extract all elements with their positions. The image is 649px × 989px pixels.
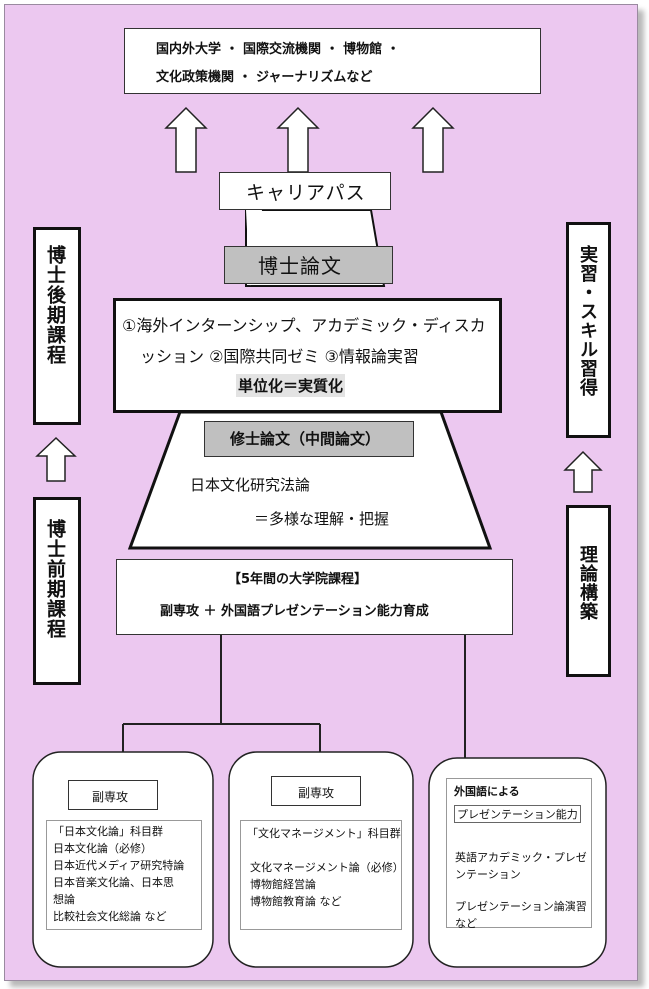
- doctoral-thesis-box: [224, 246, 393, 284]
- doctoral-program-highlight: 単位化＝実質化: [236, 374, 346, 397]
- minor2-title: 副専攻: [298, 786, 335, 800]
- up-arrow-side-right: [563, 450, 603, 493]
- minor1-item: 日本音楽文化論、日本思: [53, 876, 174, 889]
- up-arrow-right: [411, 106, 455, 173]
- minor1-item: 日本近代メディア研究特論: [53, 859, 185, 872]
- foreign-list-box: [446, 778, 592, 928]
- minor2-item: 博物館教育論 など: [250, 895, 342, 908]
- destinations-line1: 国内外大学 ・ 国際交流機関 ・ 博物館 ・: [156, 42, 400, 57]
- up-arrow-side-left: [35, 436, 77, 482]
- methodology-line2: ＝多様な理解・把握: [254, 510, 390, 528]
- doctoral-late-label: 博士後期課程: [44, 245, 66, 365]
- foreign-title: 外国語による: [454, 785, 520, 798]
- graduate-course-line2: 副専攻 ＋ 外国語プレゼンテーション能力育成: [160, 604, 429, 619]
- minor1-item: 「日本文化論」科目群: [53, 825, 163, 838]
- minor2-item: 文化マネージメント論（必修）: [250, 861, 404, 874]
- destinations-box: [124, 28, 541, 94]
- methodology-line1: 日本文化研究法論: [190, 476, 311, 494]
- doctoral-late-box: [33, 227, 81, 425]
- up-arrow-center: [276, 106, 320, 173]
- foreign-highlight: プレゼンテーション能力: [454, 805, 581, 823]
- doctoral-early-label: 博士前期課程: [44, 519, 66, 639]
- theory-label: 理論構築: [577, 545, 598, 621]
- practice-label: 実習・スキル習得: [577, 245, 598, 397]
- career-path-box: [219, 172, 391, 210]
- theory-box: [566, 505, 611, 677]
- foreign-item: ンテーション: [455, 868, 521, 881]
- minor1-list-box: [46, 820, 202, 930]
- minor1-title-box: [68, 780, 158, 810]
- minor1-title: 副専攻: [92, 790, 129, 804]
- doctoral-program-line2: ッション ②国際共同ゼミ ③情報論実習: [140, 347, 419, 366]
- minor2-item: 博物館経営論: [250, 878, 316, 891]
- doctoral-program-line1: ①海外インターンシップ、アカデミック・ディスカ: [122, 316, 486, 335]
- doctoral-thesis-label: 博士論文: [258, 254, 342, 278]
- minor2-list-box: [240, 820, 402, 930]
- practice-box: [566, 222, 611, 438]
- minor2-header: 「文化マネージメント」科目群: [247, 827, 401, 840]
- graduate-course-title: 【5年間の大学院課程】: [228, 572, 368, 587]
- minor1-item: 日本文化論（必修）: [53, 842, 152, 855]
- minor2-title-box: [271, 776, 361, 806]
- master-thesis-box: [204, 421, 414, 457]
- foreign-item: プレゼンテーション論演習: [455, 900, 587, 913]
- minor1-item: 想論: [53, 893, 75, 906]
- career-path-label: キャリアパス: [246, 182, 366, 204]
- foreign-item: など: [455, 917, 477, 930]
- graduate-course-box: [116, 559, 513, 635]
- minor1-item: 比較社会文化総論 など: [53, 910, 167, 923]
- up-arrow-left: [164, 106, 208, 173]
- doctoral-early-box: [33, 497, 81, 685]
- destinations-line2: 文化政策機関 ・ ジャーナリズムなど: [156, 70, 373, 85]
- foreign-item: 英語アカデミック・プレゼ: [455, 851, 587, 864]
- master-thesis-label: 修士論文（中間論文）: [230, 430, 381, 448]
